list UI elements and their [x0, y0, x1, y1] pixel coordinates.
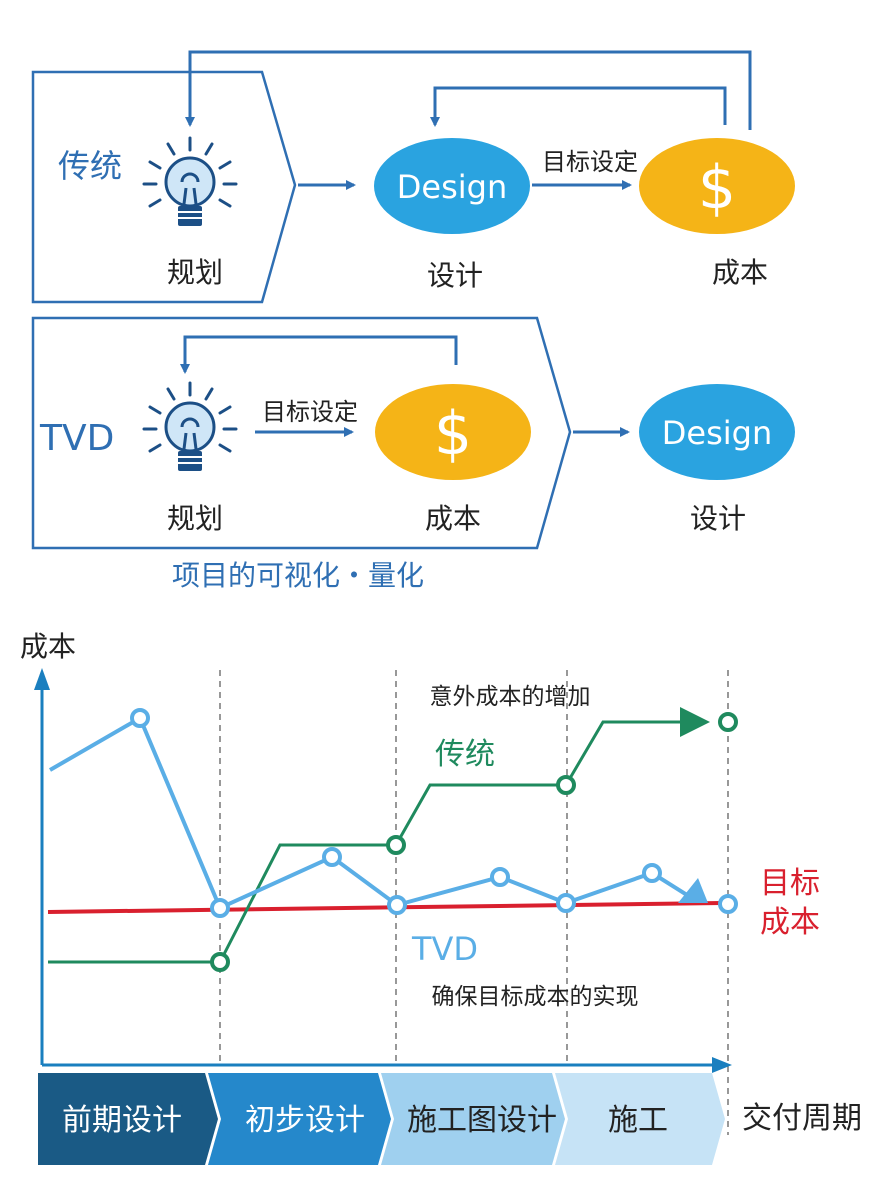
tvd-frame	[31, 316, 572, 550]
feedback-loop-outer	[185, 50, 752, 130]
target-setting-label: 目标设定	[542, 148, 638, 176]
phase-label: 初步设计	[245, 1103, 365, 1138]
dollar-icon: $	[698, 153, 736, 223]
data-point	[642, 863, 662, 883]
data-point	[490, 867, 510, 887]
data-point	[387, 895, 407, 915]
data-point	[718, 712, 738, 732]
tvd-points	[130, 708, 738, 918]
traditional-points	[210, 712, 738, 972]
traditional-planning-frame	[31, 70, 297, 304]
tvd-annotation: 确保目标成本的实现	[432, 984, 639, 1010]
data-point	[718, 894, 738, 914]
design-badge	[374, 138, 530, 234]
tvd-feedback-loop	[180, 335, 458, 374]
design-label: 设计	[690, 502, 746, 535]
traditional-series-label: 传统	[435, 737, 495, 772]
design-badge-text: Design	[397, 168, 507, 206]
design-label: 设计	[427, 259, 483, 292]
y-axis-label: 成本	[20, 630, 76, 663]
traditional-label: 传统	[58, 147, 122, 185]
data-point	[556, 775, 576, 795]
caption: 项目的可视化・量化	[172, 559, 424, 592]
phase-predesign	[38, 1073, 218, 1165]
cost-label: 成本	[712, 256, 768, 289]
phase-label: 施工图设计	[407, 1103, 557, 1138]
target-setting-label: 目标设定	[262, 398, 358, 426]
phase-label: 前期设计	[62, 1103, 182, 1138]
y-axis-arrow-icon	[34, 668, 50, 690]
tvd-arrow-icon	[678, 878, 708, 903]
traditional-cost-line	[48, 720, 682, 964]
target-cost-line	[47, 901, 723, 914]
target-cost-label-line2: 成本	[760, 905, 820, 940]
data-point	[210, 898, 230, 918]
cost-label: 成本	[425, 502, 481, 535]
phase-construction-drawing	[381, 1073, 565, 1165]
design-badge-text: Design	[662, 414, 772, 452]
data-point	[322, 847, 342, 867]
dollar-icon: $	[434, 399, 472, 469]
data-point	[556, 893, 576, 913]
cost-badge	[375, 384, 531, 480]
phase-label: 施工	[608, 1103, 668, 1138]
planning-label: 规划	[167, 502, 223, 535]
lightbulb-icon	[142, 381, 238, 473]
phase-preliminary	[208, 1073, 391, 1165]
data-point	[130, 708, 150, 728]
data-point	[386, 835, 406, 855]
cost-badge	[639, 138, 795, 234]
data-point	[210, 952, 230, 972]
lightbulb-icon	[142, 136, 238, 228]
x-axis-label: 交付周期	[742, 1101, 862, 1136]
traditional-arrow-icon	[680, 707, 710, 737]
design-badge	[639, 384, 795, 480]
x-axis-arrow-icon	[712, 1057, 732, 1073]
feedback-loop-inner	[430, 86, 727, 127]
phase-construction	[555, 1073, 725, 1165]
planning-label: 规划	[167, 256, 223, 289]
tvd-cost-line	[48, 715, 697, 911]
tvd-label: TVD	[39, 418, 114, 459]
target-cost-label-line1: 目标	[760, 866, 820, 901]
unexpected-cost-annotation: 意外成本的增加	[430, 684, 591, 710]
tvd-series-label: TVD	[411, 930, 478, 968]
